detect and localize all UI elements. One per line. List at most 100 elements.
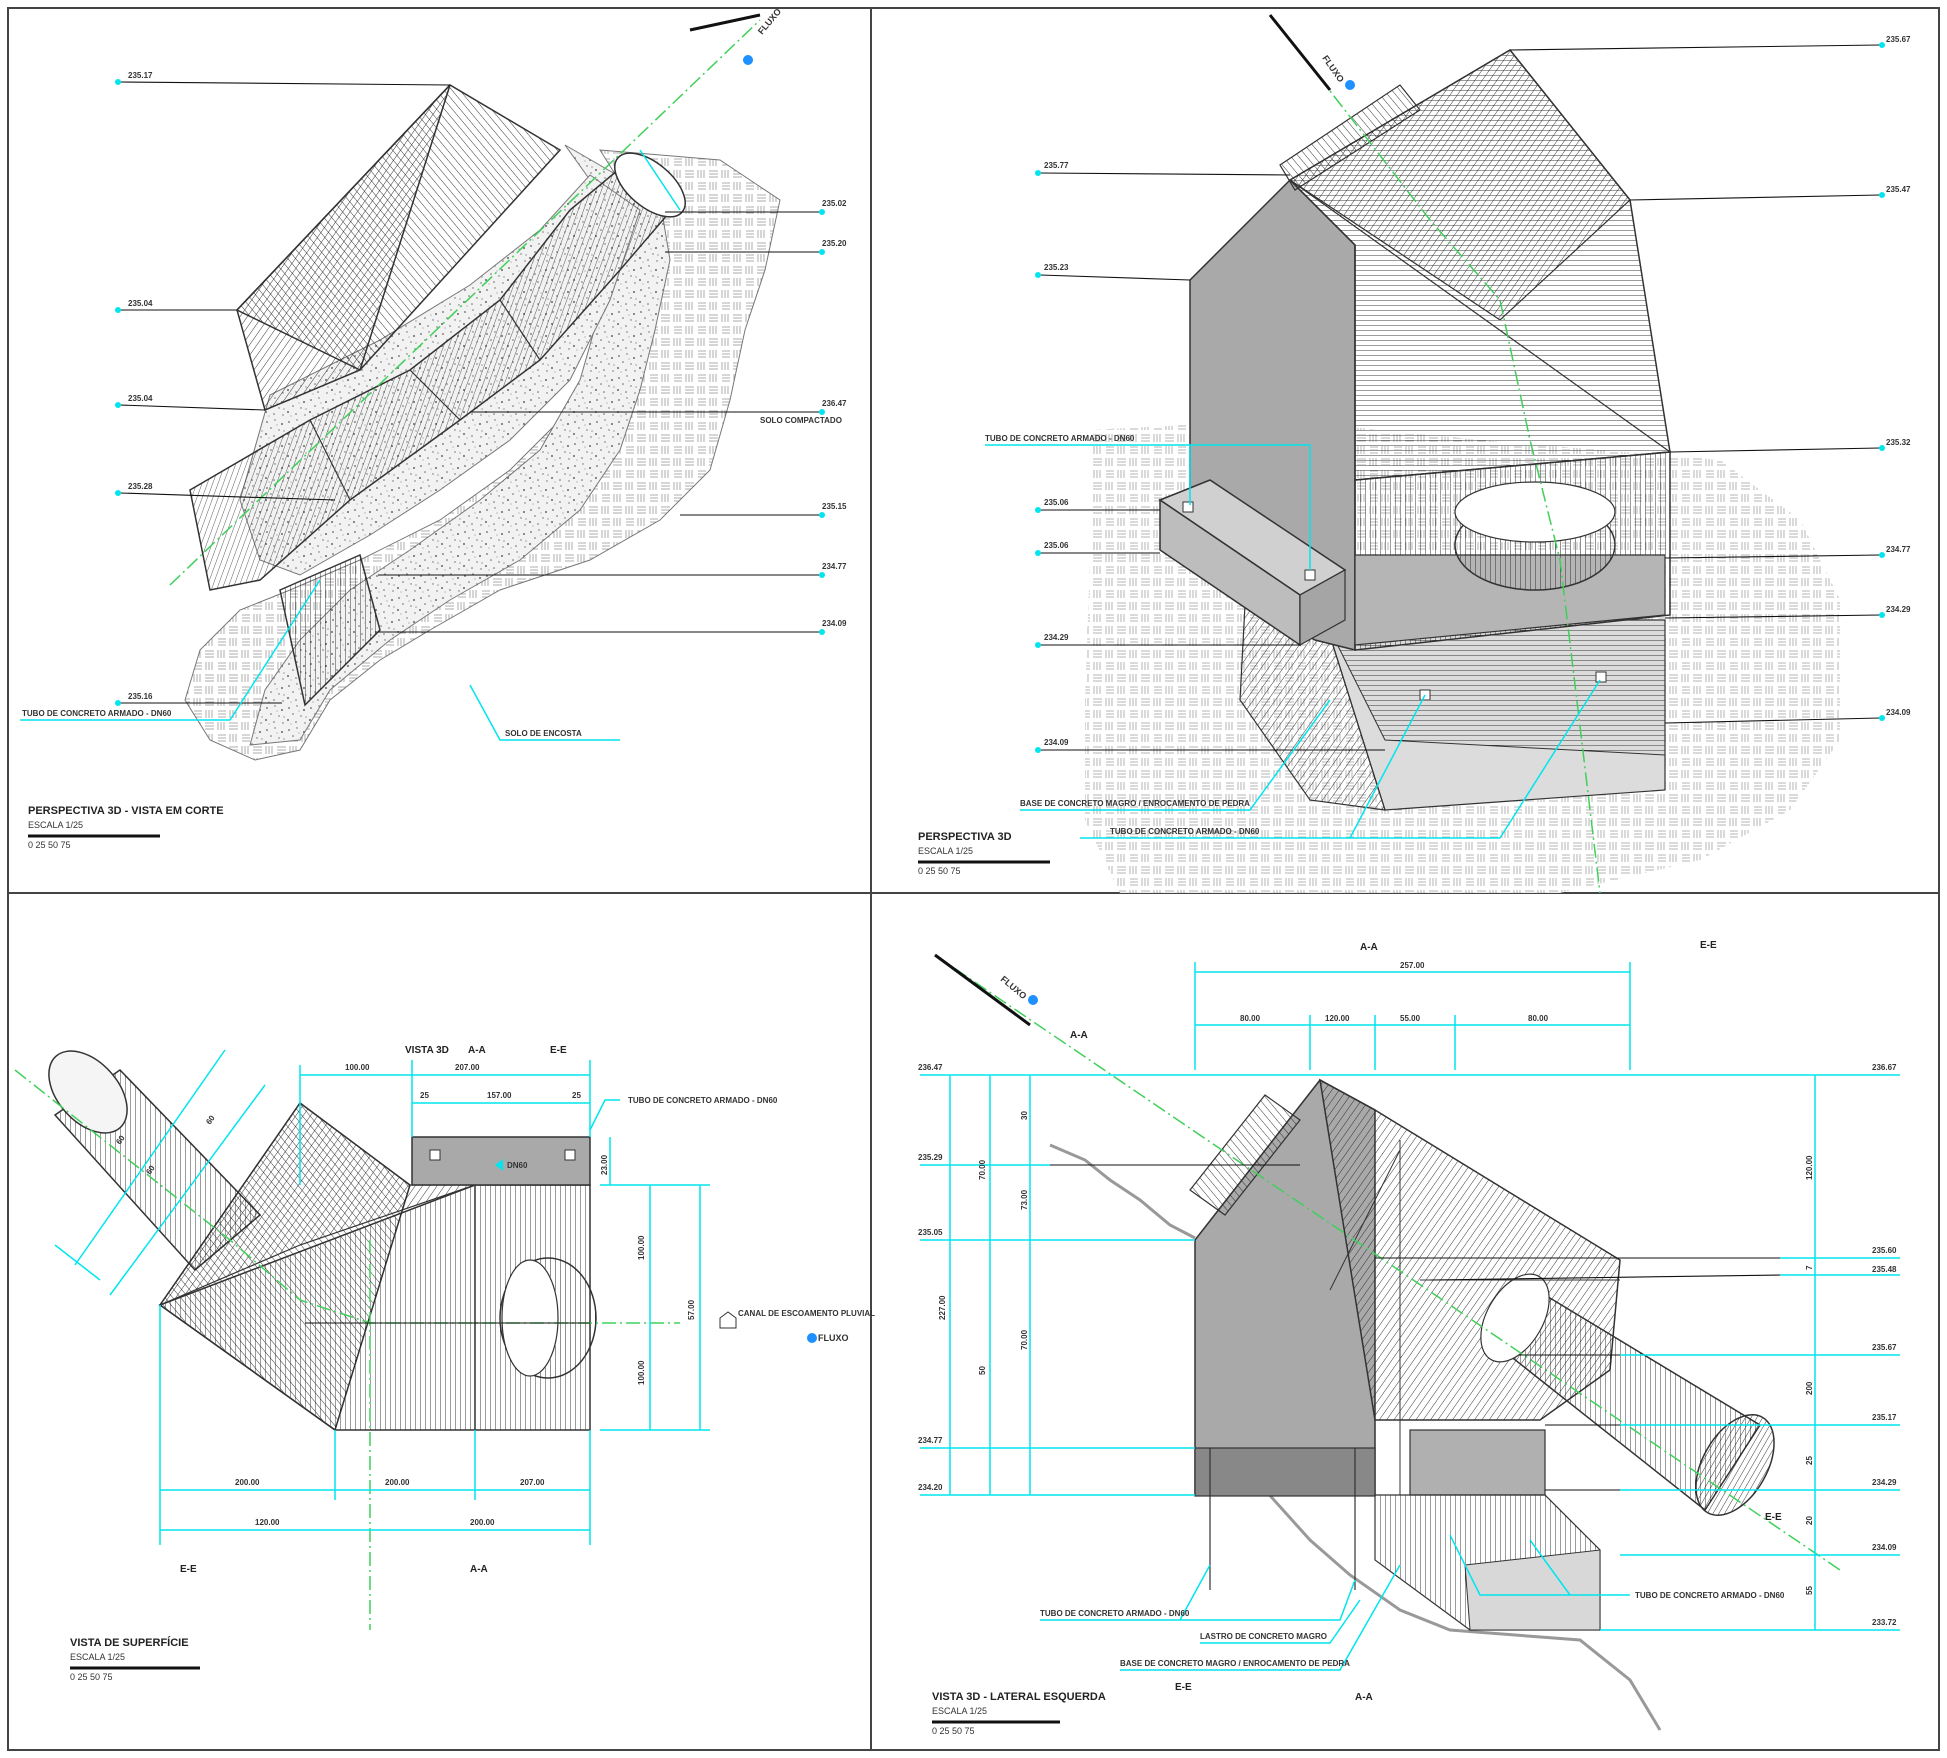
arrow-icon — [495, 1159, 503, 1171]
level-label: 236.67 — [1872, 1063, 1897, 1072]
level-label: 234.77 — [918, 1436, 943, 1445]
level-leaders-tr — [1039, 44, 1881, 751]
dim-label: 30 — [1020, 1111, 1029, 1120]
level-label: 235.23 — [1044, 263, 1069, 272]
footing-side — [1299, 568, 1346, 647]
flow-label: FLUXO — [756, 6, 783, 36]
section-mark: A-A — [1360, 942, 1378, 953]
callout-pipe: TUBO DE CONCRETO ARMADO - DN60 — [628, 1096, 778, 1105]
flow-marker — [1028, 995, 1038, 1005]
callout-pipe: TUBO DE CONCRETO ARMADO - DN60 — [22, 709, 172, 718]
terrain-line-bottom — [1263, 1488, 1662, 1731]
dim-label: 257.00 — [1400, 961, 1425, 970]
level-label: 235.20 — [822, 239, 847, 248]
scale-ticks: 0 25 50 75 — [932, 1726, 975, 1736]
callout-channel: CANAL DE ESCOAMENTO PLUVIAL — [738, 1309, 875, 1318]
anchor-bolt — [1595, 671, 1607, 683]
callout-pipe: TUBO DE CONCRETO ARMADO - DN60 — [1040, 1609, 1190, 1618]
anchor-bolt — [1304, 569, 1316, 581]
dim-label: 200 — [1805, 1381, 1814, 1395]
dimension-lines-br — [920, 962, 1900, 1631]
level-label: 235.29 — [918, 1153, 943, 1162]
dim-label: 80.00 — [1528, 1014, 1549, 1023]
panel-title: PERSPECTIVA 3D - VISTA EM CORTE — [28, 805, 224, 817]
pipe-inlet — [48, 1050, 128, 1134]
flow-label: FLUXO — [818, 1333, 849, 1343]
level-label: 235.02 — [822, 199, 847, 208]
level-label: 235.06 — [1044, 498, 1069, 507]
terrain-line-top — [1049, 1143, 1196, 1240]
sheet-frame — [7, 7, 1940, 1751]
level-label: 234.09 — [822, 619, 847, 628]
panel-perspective-section: FLUXO 235.17 235.04 235.04 235.28 235.16… — [20, 6, 847, 850]
level-label: 235.05 — [918, 1228, 943, 1237]
callout-box-label: DN60 — [507, 1161, 528, 1170]
scale-ticks: 0 25 50 75 — [918, 866, 961, 876]
scale-label: ESCALA 1/25 — [918, 846, 973, 856]
dim-label: 55.00 — [1400, 1014, 1421, 1023]
level-label: 235.17 — [1872, 1413, 1897, 1422]
level-label: 235.15 — [822, 502, 847, 511]
section-mark: A-A — [468, 1045, 486, 1056]
dim-label: 120.00 — [255, 1518, 280, 1527]
dim-label: 120.00 — [1805, 1155, 1814, 1180]
flow-axis — [14, 1069, 680, 1324]
headwall-face — [236, 84, 451, 412]
level-label: 234.29 — [1872, 1478, 1897, 1487]
level-label: 234.09 — [1872, 1543, 1897, 1552]
callout-pipe: TUBO DE CONCRETO ARMADO - DN60 — [1110, 827, 1260, 836]
level-label: 235.28 — [128, 482, 153, 491]
level-label: 235.67 — [1872, 1343, 1897, 1352]
dim-label: 25 — [1805, 1456, 1814, 1465]
scale-label: ESCALA 1/25 — [70, 1652, 125, 1662]
section-mark: E-E — [180, 1564, 197, 1575]
panel-surface-view: FLUXO CANAL DE ESCOAMENTO PLUVIAL 100.0 — [14, 1045, 875, 1682]
anchor-bolt — [1182, 501, 1194, 513]
callout-leaders-tr — [985, 444, 1601, 839]
flow-axis — [169, 19, 761, 586]
dim-label: 200.00 — [235, 1478, 260, 1487]
dim-label: 57.00 — [687, 1299, 696, 1320]
pipe-body — [189, 159, 682, 591]
level-label: 235.04 — [128, 394, 153, 403]
flow-axis — [1274, 19, 1601, 894]
flow-axis — [934, 954, 1841, 1571]
dim-label: 200.00 — [385, 1478, 410, 1487]
panel-perspective-3d: FLUXO 235.77 235.23 235.06 235.06 234.29… — [918, 14, 1911, 894]
dim-label: 120.00 — [1325, 1014, 1350, 1023]
callout-soil: SOLO DE ENCOSTA — [505, 729, 582, 738]
dim-label: 80.00 — [1240, 1014, 1261, 1023]
pipe-top-stub — [1279, 84, 1421, 191]
callout-leader — [589, 1099, 620, 1131]
level-label: 234.77 — [1886, 545, 1911, 554]
level-label: 235.16 — [128, 692, 153, 701]
callout-base: BASE DE CONCRETO MAGRO / ENROCAMENTO DE … — [1120, 1659, 1350, 1668]
view-label: VISTA 3D — [405, 1045, 449, 1056]
level-label: 235.48 — [1872, 1265, 1897, 1274]
scale-label: ESCALA 1/25 — [932, 1706, 987, 1716]
section-mark: E-E — [550, 1045, 567, 1056]
dim-label: 25 — [572, 1091, 581, 1100]
dim-label: 70.00 — [1020, 1329, 1029, 1350]
section-mark: A-A — [470, 1564, 488, 1575]
section-mark: E-E — [1765, 1512, 1782, 1523]
callout-leaders-br — [1040, 1534, 1630, 1671]
level-label: 235.47 — [1886, 185, 1911, 194]
level-label: 235.06 — [1044, 541, 1069, 550]
section-mark: A-A — [1070, 1030, 1088, 1041]
level-label: 235.32 — [1886, 438, 1911, 447]
level-label: 236.47 — [822, 399, 847, 408]
level-label: 234.09 — [1044, 738, 1069, 747]
dim-label: 73.00 — [1020, 1189, 1029, 1210]
dim-label: 25 — [420, 1091, 429, 1100]
level-label: 236.47 — [918, 1063, 943, 1072]
panel-side-view: FLUXO — [918, 940, 1900, 1736]
panel-title: VISTA DE SUPERFÍCIE — [70, 1636, 189, 1649]
level-label: 234.20 — [918, 1483, 943, 1492]
callout-lean-concrete: LASTRO DE CONCRETO MAGRO — [1200, 1632, 1327, 1641]
flow-label: FLUXO — [999, 974, 1029, 1001]
callout-compacted-soil: SOLO COMPACTADO — [760, 416, 842, 425]
level-label: 234.29 — [1044, 633, 1069, 642]
dim-label: 100.00 — [637, 1235, 646, 1260]
